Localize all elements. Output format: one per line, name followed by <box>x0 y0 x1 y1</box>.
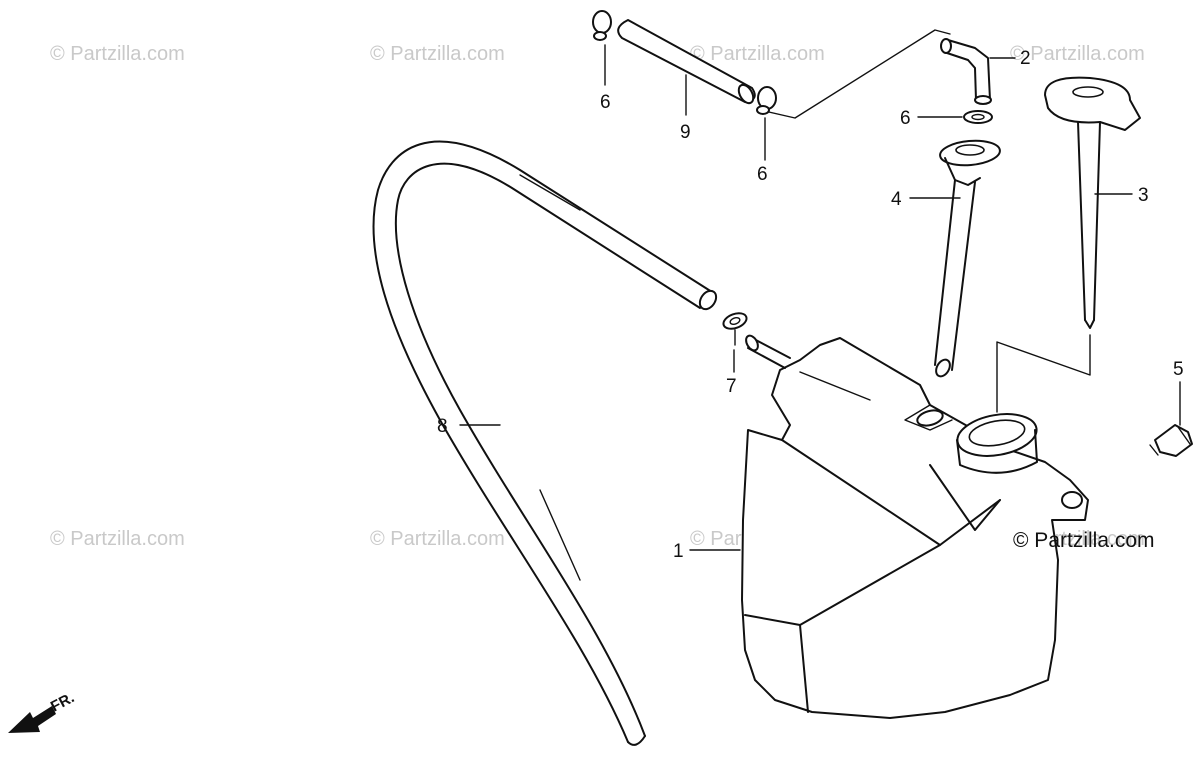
arrow-left-icon <box>8 706 56 733</box>
callout-inner-tube: 4 <box>891 189 902 210</box>
hose-clip[interactable] <box>721 310 748 346</box>
clip-top-right[interactable] <box>756 86 777 115</box>
watermark: © Partzilla.com <box>370 528 505 550</box>
filler-tube[interactable] <box>933 138 1001 378</box>
callout-cap-dipstick: 3 <box>1138 185 1149 206</box>
watermark: © Partzilla.com <box>690 43 825 65</box>
front-direction-indicator: FR. <box>8 689 77 733</box>
breather-elbow[interactable] <box>940 38 992 105</box>
callout-sensor: 5 <box>1173 359 1184 380</box>
copyright-label: © Partzilla.com <box>1013 529 1155 552</box>
watermark: © Partzilla.com <box>370 43 505 65</box>
clip-middle[interactable] <box>963 110 993 124</box>
clip-top-left[interactable] <box>592 10 612 41</box>
watermark: © Partzilla.com <box>1010 43 1145 65</box>
level-sensor[interactable] <box>1149 424 1193 457</box>
callout-labels: 6 9 6 2 6 4 3 5 7 8 1 <box>437 48 1184 562</box>
callout-clip-top-left: 6 <box>600 92 611 113</box>
reservoir-tank[interactable] <box>741 334 1089 719</box>
callout-tank: 1 <box>673 541 684 562</box>
watermark: © Partzilla.com <box>50 43 185 65</box>
long-hose[interactable] <box>372 140 719 746</box>
callout-breather-elbow: 2 <box>1020 48 1031 69</box>
leader-lines <box>459 44 1181 551</box>
callout-long-hose: 8 <box>437 416 448 437</box>
watermark: © Partzilla.com <box>50 528 185 550</box>
assembly-guides <box>759 29 1091 413</box>
callout-clip-top-right: 6 <box>757 164 768 185</box>
callout-hose-clip: 7 <box>726 376 737 397</box>
callout-clip-middle: 6 <box>900 108 911 129</box>
short-hose[interactable] <box>617 19 756 106</box>
cap-dipstick[interactable] <box>1044 76 1141 329</box>
callout-short-hose: 9 <box>680 122 691 143</box>
